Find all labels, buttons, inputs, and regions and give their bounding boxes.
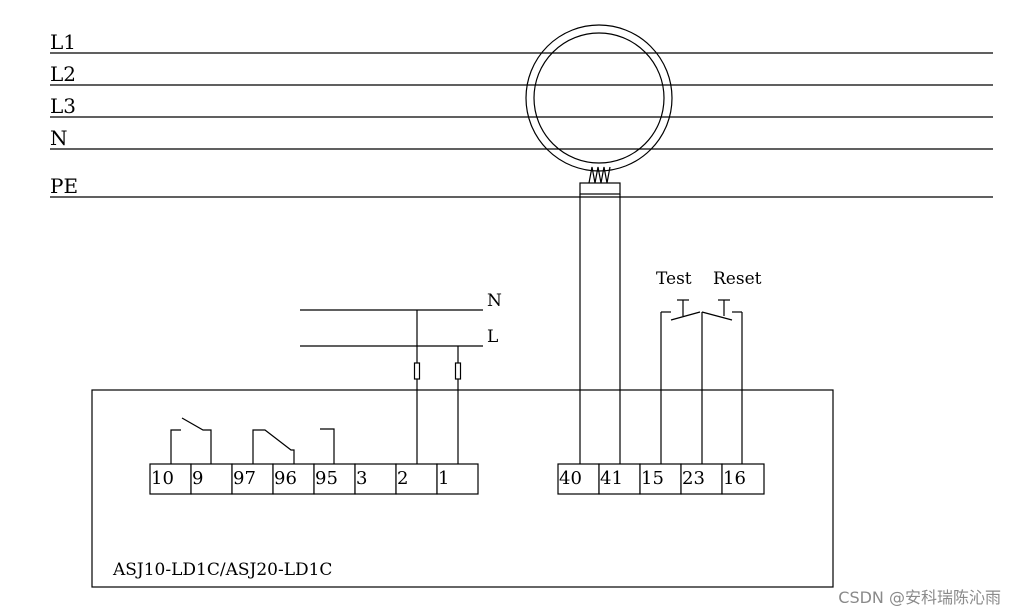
terminal-label-9: 9 — [192, 468, 203, 489]
relay-contacts — [170, 417, 335, 464]
ct-winding — [588, 166, 611, 184]
ct-inner-ring — [533, 32, 665, 164]
bus-label-l3: L3 — [50, 94, 76, 118]
model-label: ASJ10-LD1C/ASJ20-LD1C — [112, 560, 332, 580]
terminal-box-41 — [598, 463, 641, 495]
device-enclosure — [91, 389, 834, 588]
terminal-strip-left: 10 9 97 96 95 3 2 1 — [149, 463, 479, 495]
bus-label-l1: L1 — [50, 30, 76, 54]
reset-contact-blade — [701, 311, 733, 321]
terminal-box-40 — [557, 463, 600, 495]
fuse-l — [454, 362, 462, 380]
relay-contact-95 — [320, 428, 335, 464]
supply: N L — [300, 291, 502, 464]
test-contact-blade — [670, 311, 701, 321]
terminal-box-10 — [149, 463, 192, 495]
terminal-label-10: 10 — [151, 468, 174, 489]
reset-button-label: Reset — [713, 269, 762, 289]
supply-label-l: L — [487, 327, 498, 347]
bus-lines: L1 L2 L3 N PE — [50, 30, 993, 198]
terminal-label-40: 40 — [559, 468, 582, 489]
relay-contact-10-9 — [170, 417, 212, 464]
terminal-box-15 — [639, 463, 682, 495]
terminal-label-3: 3 — [356, 468, 367, 489]
test-reset-buttons: Test Reset — [656, 269, 762, 464]
ct-lead-block — [579, 182, 621, 195]
terminal-box-96 — [272, 463, 315, 495]
watermark: CSDN @安科瑞陈沁雨 — [838, 588, 1001, 607]
terminal-label-2: 2 — [397, 468, 408, 489]
bus-label-l2: L2 — [50, 62, 76, 86]
terminal-label-41: 41 — [600, 468, 623, 489]
terminal-label-23: 23 — [682, 468, 705, 489]
terminal-label-1: 1 — [438, 468, 449, 489]
bus-label-n: N — [50, 126, 68, 150]
terminal-strip-right: 40 41 15 23 16 — [557, 463, 765, 495]
terminal-box-16 — [721, 463, 765, 495]
terminal-box-23 — [680, 463, 723, 495]
terminal-label-97: 97 — [233, 468, 256, 489]
test-button-label: Test — [656, 269, 692, 289]
terminal-box-3 — [354, 463, 397, 495]
relay-contact-97-96-95 — [252, 429, 295, 464]
terminal-label-95: 95 — [315, 468, 338, 489]
terminal-box-1 — [436, 463, 479, 495]
terminal-label-16: 16 — [723, 468, 746, 489]
supply-label-n: N — [487, 291, 502, 311]
terminal-label-96: 96 — [274, 468, 297, 489]
current-transformer — [525, 24, 673, 464]
terminal-box-97 — [231, 463, 274, 495]
terminal-box-9 — [190, 463, 233, 495]
terminal-label-15: 15 — [641, 468, 664, 489]
bus-label-pe: PE — [50, 174, 78, 198]
fuse-n — [413, 362, 421, 380]
